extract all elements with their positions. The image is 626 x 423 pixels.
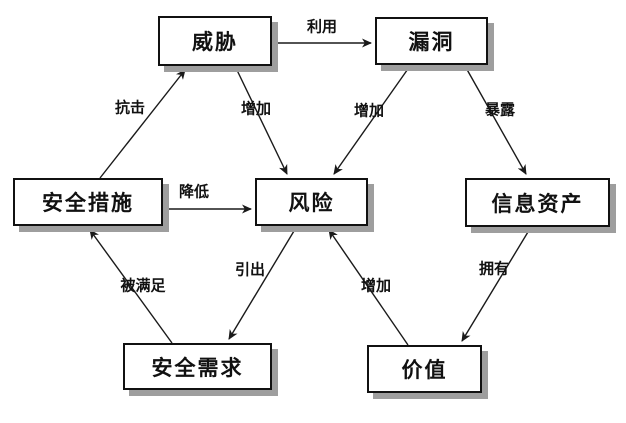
node-information-assets: 信息资产	[465, 178, 610, 227]
node-label-information-assets: 信息资产	[491, 192, 584, 216]
node-value: 价值	[367, 345, 482, 393]
edge-label-vulnerability-to-information-assets: 暴露	[484, 101, 516, 119]
edge-label-threat-to-risk: 增加	[240, 100, 272, 118]
edge-security-requirements-to-security-measures	[89, 229, 173, 344]
edge-label-threat-to-vulnerability: 利用	[306, 18, 338, 36]
edge-value-to-risk	[328, 229, 409, 346]
edge-label-security-measures-to-risk: 降低	[178, 183, 210, 201]
edge-vulnerability-to-information-assets	[464, 65, 527, 175]
edge-threat-to-risk	[234, 65, 288, 175]
edge-label-risk-to-security-requirements: 引出	[234, 261, 266, 279]
edge-vulnerability-to-risk	[333, 65, 411, 175]
node-threat: 威胁	[158, 16, 272, 66]
node-label-vulnerability: 漏洞	[408, 31, 455, 54]
node-vulnerability: 漏洞	[375, 17, 488, 65]
node-label-threat: 威胁	[192, 31, 238, 54]
edge-label-security-measures-to-threat: 抗击	[114, 99, 146, 117]
edge-security-measures-to-threat	[99, 69, 186, 179]
node-security-requirements: 安全需求	[123, 343, 272, 390]
node-security-measures: 安全措施	[13, 178, 163, 226]
edge-risk-to-security-requirements	[228, 225, 298, 340]
node-label-risk: 风险	[288, 192, 335, 215]
node-label-security-requirements: 安全需求	[151, 356, 244, 380]
edge-information-assets-to-value	[461, 226, 532, 342]
node-label-security-measures: 安全措施	[42, 192, 134, 215]
node-label-value: 价值	[401, 359, 448, 382]
edge-label-security-requirements-to-security-measures: 被满足	[120, 277, 166, 295]
edge-label-information-assets-to-value: 拥有	[478, 260, 510, 278]
edge-label-value-to-risk: 增加	[360, 277, 392, 295]
edge-label-vulnerability-to-risk: 增加	[353, 102, 385, 120]
node-risk: 风险	[255, 178, 368, 226]
